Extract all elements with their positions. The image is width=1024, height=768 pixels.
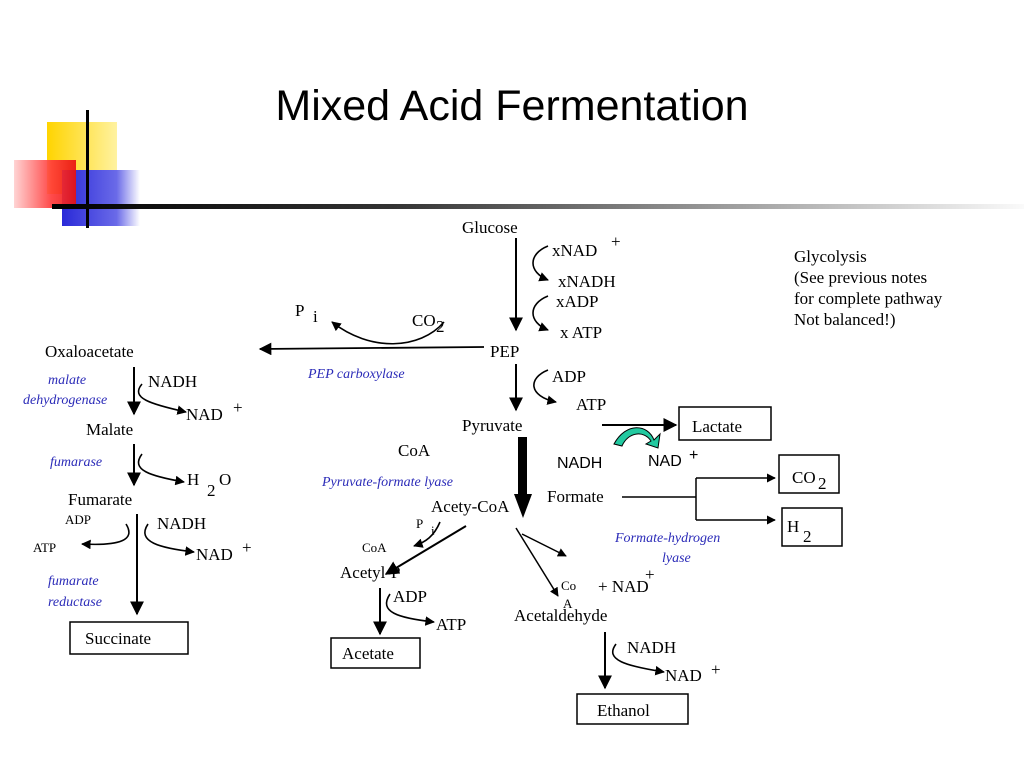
svg-text:+: + bbox=[611, 232, 621, 251]
pep-carboxylase-label: PEP carboxylase bbox=[307, 367, 405, 382]
svg-text:for complete pathway: for complete pathway bbox=[794, 289, 943, 308]
svg-text:i: i bbox=[313, 307, 318, 326]
acetate-branch: P i CoA Acetyl-P ADP ATP Acetate bbox=[330, 516, 467, 669]
svg-text:+: + bbox=[645, 565, 655, 584]
glycolysis-note: Glycolysis (See previous notes for compl… bbox=[794, 247, 943, 329]
svg-text:Formate-hydrogen: Formate-hydrogen bbox=[614, 531, 720, 546]
svg-text:fumarase: fumarase bbox=[50, 455, 102, 470]
svg-text:reductase: reductase bbox=[48, 595, 102, 610]
pep-label: PEP bbox=[490, 342, 519, 361]
svg-text:+ NAD: + NAD bbox=[598, 577, 649, 596]
svg-text:i: i bbox=[431, 523, 435, 538]
svg-text:+: + bbox=[233, 398, 243, 417]
pfl-enzyme-label: Pyruvate-formate lyase bbox=[321, 475, 453, 490]
ethanol-branch: Co A + NAD + Acetaldehyde NADH NAD + Eth… bbox=[514, 527, 721, 725]
glucose-label: Glucose bbox=[462, 218, 518, 237]
malate-label: Malate bbox=[86, 420, 133, 439]
h2-product-label: H bbox=[787, 517, 799, 536]
svg-text:NADH: NADH bbox=[557, 455, 602, 472]
ethanol-label: Ethanol bbox=[597, 701, 650, 720]
oxaloacetate-label: Oxaloacetate bbox=[45, 342, 134, 361]
svg-text:Co: Co bbox=[561, 578, 576, 593]
xnadh-label: xNADH bbox=[558, 272, 616, 291]
svg-text:P: P bbox=[416, 516, 423, 531]
svg-text:NAD: NAD bbox=[665, 666, 702, 685]
glycolysis-step: Glucose xNAD + xNADH xADP x ATP bbox=[462, 218, 621, 342]
svg-text:CoA: CoA bbox=[398, 441, 431, 460]
pyruvate-label: Pyruvate bbox=[462, 416, 522, 435]
pep-carboxylase-step: P i CO 2 PEP carboxylase bbox=[258, 301, 485, 382]
svg-text:ATP: ATP bbox=[436, 615, 466, 634]
acetate-label: Acetate bbox=[342, 644, 394, 663]
acetaldehyde-label: Acetaldehyde bbox=[514, 606, 607, 625]
svg-text:A: A bbox=[563, 596, 573, 611]
acetyl-coa-label: Acety-CoA bbox=[431, 497, 510, 516]
svg-text:2: 2 bbox=[436, 317, 445, 336]
svg-text:(See previous notes: (See previous notes bbox=[794, 268, 927, 287]
lactate-branch: Lactate NADH NAD + bbox=[557, 406, 772, 472]
pyruvate-kinase-step: ADP ATP Pyruvate bbox=[462, 364, 606, 435]
fumarate-label: Fumarate bbox=[68, 490, 132, 509]
pfl-branch: CoA Pyruvate-formate lyase Acety-CoA For… bbox=[321, 437, 843, 566]
svg-text:lyase: lyase bbox=[662, 551, 691, 566]
svg-text:NADH: NADH bbox=[627, 638, 676, 657]
svg-text:2: 2 bbox=[818, 474, 827, 493]
svg-text:H: H bbox=[187, 470, 199, 489]
svg-text:2: 2 bbox=[803, 527, 812, 546]
svg-text:NAD: NAD bbox=[186, 405, 223, 424]
slide-title: Mixed Acid Fermentation bbox=[275, 82, 749, 130]
co2-product-label: CO bbox=[792, 468, 816, 487]
co2-input-label: CO bbox=[412, 311, 436, 330]
xatp-label: x ATP bbox=[560, 323, 602, 342]
svg-text:Glycolysis: Glycolysis bbox=[794, 247, 867, 266]
svg-text:dehydrogenase: dehydrogenase bbox=[23, 393, 107, 408]
decorative-corner bbox=[14, 110, 1024, 228]
svg-text:+: + bbox=[242, 538, 252, 557]
svg-text:ATP: ATP bbox=[576, 395, 606, 414]
svg-text:+: + bbox=[711, 660, 721, 679]
svg-text:ADP: ADP bbox=[552, 367, 586, 386]
xnad-label: xNAD bbox=[552, 241, 597, 260]
acetyl-p-label: Acetyl-P bbox=[340, 563, 400, 582]
svg-text:ADP: ADP bbox=[393, 587, 427, 606]
succinate-label: Succinate bbox=[85, 629, 151, 648]
xadp-label: xADP bbox=[556, 292, 599, 311]
svg-text:fumarate: fumarate bbox=[48, 574, 99, 589]
svg-text:ATP: ATP bbox=[33, 540, 56, 555]
svg-text:malate: malate bbox=[48, 373, 86, 388]
svg-text:CoA: CoA bbox=[362, 540, 387, 555]
svg-text:Not balanced!): Not balanced!) bbox=[794, 310, 895, 329]
lactate-label: Lactate bbox=[692, 417, 742, 436]
svg-text:+: + bbox=[689, 447, 698, 464]
svg-text:P: P bbox=[295, 301, 304, 320]
svg-text:NAD: NAD bbox=[196, 545, 233, 564]
svg-text:2: 2 bbox=[207, 481, 216, 500]
svg-text:ADP: ADP bbox=[65, 512, 91, 527]
reductive-branch: Oxaloacetate malate dehydrogenase NADH N… bbox=[23, 342, 252, 655]
svg-text:O: O bbox=[219, 470, 231, 489]
formate-label: Formate bbox=[547, 487, 604, 506]
svg-text:NADH: NADH bbox=[148, 372, 197, 391]
svg-text:NADH: NADH bbox=[157, 514, 206, 533]
svg-text:NAD: NAD bbox=[648, 453, 682, 470]
